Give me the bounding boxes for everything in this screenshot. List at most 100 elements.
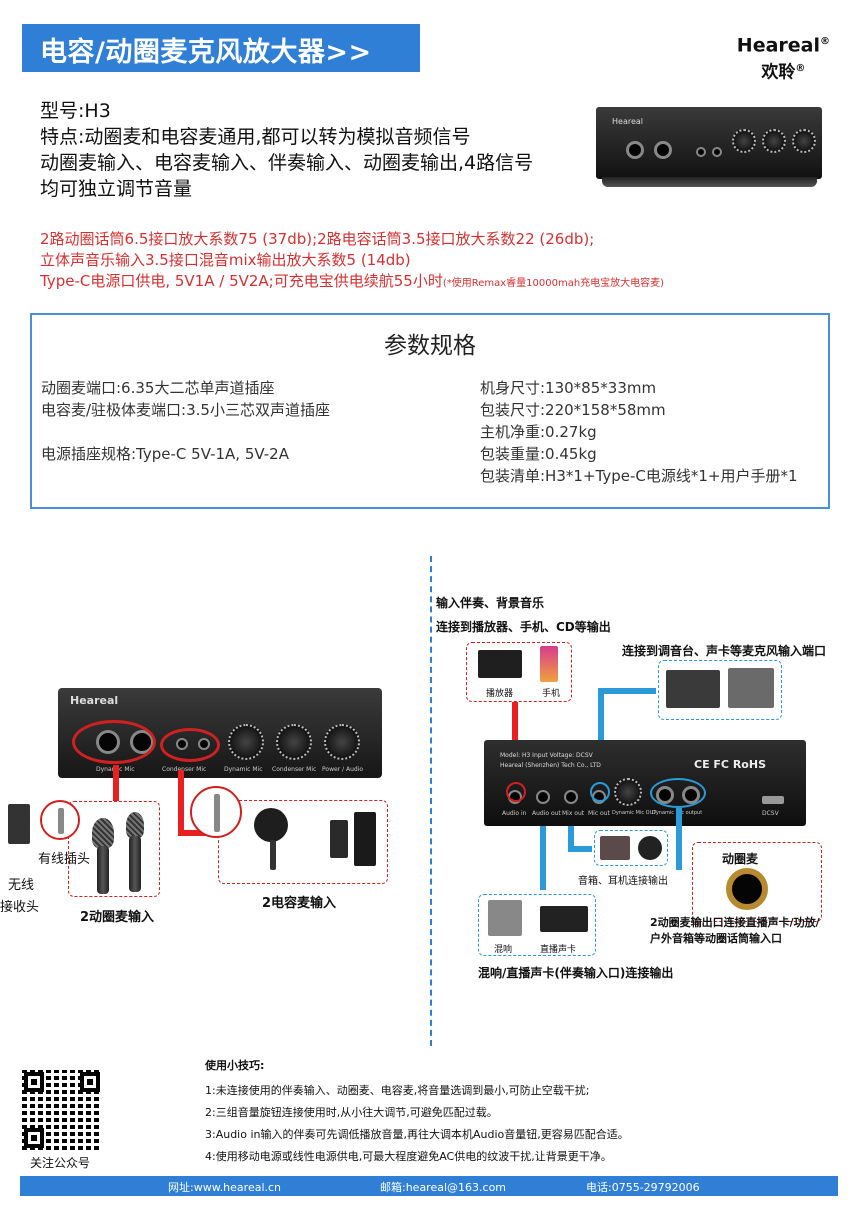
usb-c-port-icon	[762, 796, 784, 804]
spec-right-column: 机身尺寸:130*85*33mm 包装尺寸:220*158*58mm 主机净重:…	[480, 377, 797, 487]
condenser-mic-box	[218, 800, 388, 884]
spec-item: 电容麦/驻极体麦端口:3.5小三芯双声道插座	[41, 401, 330, 419]
intro-section: 型号:H3 特点:动圈麦和电容麦通用,都可以转为模拟音频信号 动圈麦输入、电容麦…	[40, 98, 600, 202]
feature-line-3: 动圈麦输入、电容麦输入、伴奏输入、动圈麦输出,4路信号	[40, 152, 534, 174]
cert-marks: CE FC RoHS	[694, 758, 766, 771]
title-banner: 电容/动圈麦克风放大器>>	[22, 24, 420, 72]
jack-icon	[696, 147, 706, 157]
dynamic-mic-icon	[129, 836, 141, 892]
mixer-icon	[666, 670, 720, 708]
device-photo-brand: Heareal	[612, 117, 643, 126]
tip-item: 1:未连接使用的伴奏输入、动圈麦、电容麦,将音量选调到最小,可防止空载干扰;	[205, 1084, 590, 1097]
dynamic-input-label: 2动圈麦输入	[80, 910, 155, 925]
spec-item: 包装重量:0.45kg	[480, 445, 597, 463]
player-box	[466, 642, 572, 702]
port-label: Mix out	[562, 810, 585, 817]
headphone-icon	[638, 836, 662, 860]
port-label: DCSV	[762, 810, 779, 817]
dynamic-jack-closeup-icon	[726, 868, 768, 910]
spec-item: 机身尺寸:130*85*33mm	[480, 379, 657, 397]
right-device-image: Model: H3 Input Voltage: DCSV Heareal (S…	[484, 740, 806, 826]
reverb-box	[478, 894, 596, 956]
device-company: Heareal (Shenzhen) Tech Co., LTD	[500, 762, 601, 769]
qr-code-corner	[80, 1072, 100, 1092]
jack-icon	[654, 141, 672, 159]
mix-out-link-arrow	[568, 846, 592, 852]
port-label: Audio out	[532, 810, 561, 817]
dyn-out-label-2: 户外音箱等动圈话筒输入口	[650, 932, 782, 945]
wireless-label: 无线	[8, 878, 35, 893]
mix-output-label: 混响/直播声卡(伴奏输入口)连接输出	[478, 966, 674, 980]
red-spec-line-2: 立体声音乐输入3.5接口混音mix输出放大系数5 (14db)	[40, 251, 411, 269]
connect-mixer-label: 连接到调音台、声卡等麦克风输入端口	[622, 644, 827, 658]
knob-icon	[792, 129, 816, 153]
reverb-label: 混响	[494, 945, 513, 955]
spec-title: 参数规格	[384, 333, 476, 359]
dynamic-mic-label: 动圈麦	[722, 852, 759, 866]
dynamic-mic-icon	[92, 818, 114, 848]
receiver-label: 接收头	[0, 900, 40, 915]
dynamic-mic-box	[68, 801, 160, 897]
feature-line: 特点:动圈麦和电容麦通用,都可以转为模拟音频信号	[40, 126, 471, 148]
player-icon	[478, 650, 522, 678]
page-title: 电容/动圈麦克风放大器>>	[40, 37, 372, 68]
condenser-mic-stand-icon	[270, 840, 276, 870]
device-model: Model: H3 Input Voltage: DCSV	[500, 752, 593, 759]
knob-icon	[276, 724, 312, 760]
wired-plug-label: 有线插头	[38, 852, 91, 867]
spec-item: 主机净重:0.27kg	[480, 423, 597, 441]
phone-label: 手机	[542, 689, 561, 699]
spec-item: 电源插座规格:Type-C 5V-1A, 5V-2A	[41, 445, 289, 463]
audio-out-jack-icon	[536, 790, 550, 804]
footer-phone: 电话:0755-29792006	[586, 1181, 700, 1194]
port-label: Dynamic Mic OUT	[612, 810, 657, 816]
reverb-icon	[488, 900, 522, 936]
jack-icon	[712, 147, 722, 157]
player-label: 播放器	[486, 689, 514, 699]
live-card-label: 直播声卡	[540, 945, 577, 955]
feature-line-4: 均可独立调节音量	[40, 178, 193, 200]
knob-icon	[614, 778, 642, 806]
knob-icon	[324, 724, 360, 760]
condenser-plug-callout	[190, 786, 242, 838]
spec-item: 包装清单:H3*1+Type-C电源线*1+用户手册*1	[480, 467, 798, 485]
registered-mark: ®	[820, 36, 830, 47]
tips-title: 使用小技巧:	[205, 1059, 265, 1072]
registered-mark: ®	[795, 63, 806, 75]
accompaniment-label: 输入伴奏、背景音乐	[436, 596, 545, 610]
diagram-divider	[430, 556, 432, 1046]
connect-player-label: 连接到播放器、手机、CD等输出	[436, 620, 611, 634]
footer-email: 邮箱:heareal@163.com	[380, 1181, 507, 1194]
red-spec-line-1: 2路动圈话筒6.5接口放大系数75 (37db);2路电容话筒3.5接口放大系数…	[40, 230, 595, 248]
condenser-mic-icon	[254, 808, 288, 842]
audio-out-link-arrow	[540, 826, 546, 890]
live-card-icon	[540, 906, 588, 932]
mix-out-link-arrow	[568, 826, 574, 852]
mic-out-highlight	[590, 782, 610, 802]
mixer-box	[658, 660, 782, 720]
spec-box: 参数规格 动圈麦端口:6.35大二芯单声道插座 电容麦/驻极体麦端口:3.5小三…	[30, 313, 830, 509]
dynamic-link-arrow	[113, 765, 119, 801]
tip-item: 4:使用移动电源或线性电源供电,可最大程度避免AC供电的纹波干扰,让背景更干净。	[205, 1150, 612, 1163]
port-label: Mic out	[588, 810, 610, 817]
spec-item: 包装尺寸:220*158*58mm	[480, 401, 666, 419]
panel-label: Power / Audio	[322, 766, 364, 773]
qr-code-corner	[24, 1072, 44, 1092]
knob-icon	[762, 129, 786, 153]
red-specs: 2路动圈话筒6.5接口放大系数75 (37db);2路电容话筒3.5接口放大系数…	[40, 229, 664, 294]
speaker-output-label: 音箱、耳机连接输出	[578, 876, 668, 887]
wireless-mic-icon	[330, 820, 348, 858]
audio-in-highlight	[506, 782, 526, 802]
device-photo: Heareal	[596, 107, 822, 187]
speaker-icon	[600, 836, 630, 860]
sound-card-icon	[728, 668, 774, 708]
jack-icon	[626, 141, 644, 159]
qr-code-corner	[24, 1128, 44, 1148]
panel-label: Dynamic Mic	[224, 766, 263, 773]
spec-item: 动圈麦端口:6.35大二芯单声道插座	[41, 379, 275, 397]
brand-en: Heareal	[736, 34, 820, 57]
knob-icon	[732, 129, 756, 153]
dyn-out-label-1: 2动圈麦输出口连接直播声卡/功放/	[650, 916, 820, 929]
footer-bar: 网址:www.heareal.cn 邮箱:heareal@163.com 电话:…	[20, 1176, 838, 1196]
tips-section: 使用小技巧: 1:未连接使用的伴奏输入、动圈麦、电容麦,将音量选调到最小,可防止…	[205, 1055, 629, 1168]
